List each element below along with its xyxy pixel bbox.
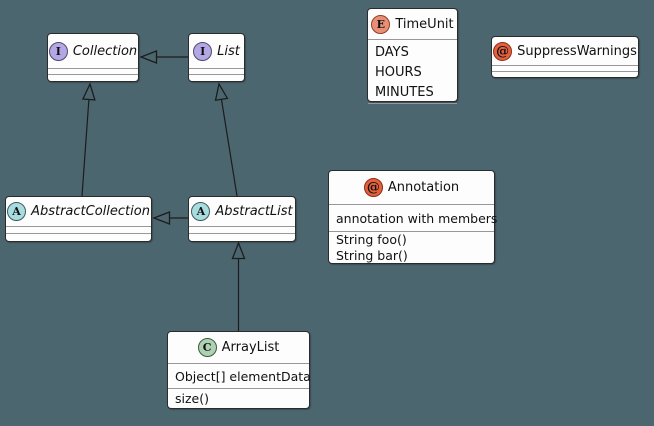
annotation-spot-icon: @	[363, 178, 383, 197]
class-title: I Collection	[48, 34, 138, 68]
enum-values-compartment: DAYS HOURS MINUTES	[368, 39, 457, 103]
empty-methods-compartment	[189, 233, 295, 241]
class-box-abstractlist: A AbstractList	[188, 196, 296, 242]
class-box-timeunit: E TimeUnit DAYS HOURS MINUTES	[367, 8, 458, 104]
class-box-collection: I Collection	[47, 33, 139, 82]
class-name: Annotation	[387, 180, 460, 195]
class-title: E TimeUnit	[368, 9, 457, 39]
empty-methods-compartment	[492, 71, 638, 77]
enum-spot-icon: E	[371, 14, 391, 34]
class-box-abstractcollection: A AbstractCollection	[5, 196, 152, 242]
empty-fields-compartment	[48, 68, 138, 74]
empty-fields-compartment	[189, 68, 244, 74]
class-box-annotation: @ Annotation annotation with members Str…	[328, 170, 498, 264]
empty-methods-compartment	[189, 74, 244, 81]
class-name: AbstractList	[215, 204, 293, 219]
field-row: Object[] elementData	[175, 368, 311, 384]
method-row: String bar()	[336, 247, 408, 263]
annotation-spot-icon: @	[493, 41, 513, 61]
enum-value: MINUTES	[375, 85, 434, 100]
class-name: ArrayList	[221, 340, 280, 355]
empty-methods-compartment	[48, 74, 138, 81]
class-title: @ Annotation	[329, 171, 494, 204]
class-name: AbstractCollection	[31, 204, 150, 219]
edge-abstractcollection-extends-collection	[81, 82, 96, 197]
interface-spot-icon: I	[48, 41, 68, 61]
method-row: String foo()	[336, 232, 407, 247]
class-title: A AbstractCollection	[6, 197, 151, 226]
abstract-spot-icon: A	[191, 202, 211, 221]
class-name: SuppressWarnings	[517, 43, 637, 59]
class-title: I List	[189, 34, 244, 68]
enum-value: HOURS	[375, 65, 422, 80]
empty-methods-compartment	[368, 103, 457, 104]
empty-fields-compartment	[492, 65, 638, 71]
field-row: annotation with members	[336, 210, 498, 226]
enum-value: DAYS	[375, 45, 409, 60]
class-title: C ArrayList	[168, 332, 309, 363]
class-name: List	[217, 43, 240, 59]
class-spot-icon: C	[197, 338, 217, 357]
empty-fields-compartment	[189, 226, 295, 233]
class-title: @ SuppressWarnings	[492, 37, 638, 65]
interface-spot-icon: I	[193, 41, 213, 61]
class-title: A AbstractList	[189, 197, 295, 226]
empty-fields-compartment	[6, 226, 151, 233]
method-row: size()	[175, 391, 209, 406]
empty-methods-compartment	[6, 233, 151, 241]
class-name: TimeUnit	[395, 16, 454, 32]
methods-compartment: String foo() String bar()	[329, 231, 494, 263]
fields-compartment: annotation with members	[329, 204, 498, 231]
abstract-spot-icon: A	[7, 202, 27, 221]
fields-compartment: Object[] elementData	[168, 363, 311, 388]
edge-abstractlist-extends-list	[214, 82, 238, 197]
methods-compartment: size()	[168, 388, 309, 408]
class-box-arraylist: C ArrayList Object[] elementData size()	[167, 331, 311, 409]
class-box-suppresswarnings: @ SuppressWarnings	[491, 36, 639, 78]
class-box-list: I List	[188, 33, 245, 82]
class-name: Collection	[72, 43, 138, 59]
